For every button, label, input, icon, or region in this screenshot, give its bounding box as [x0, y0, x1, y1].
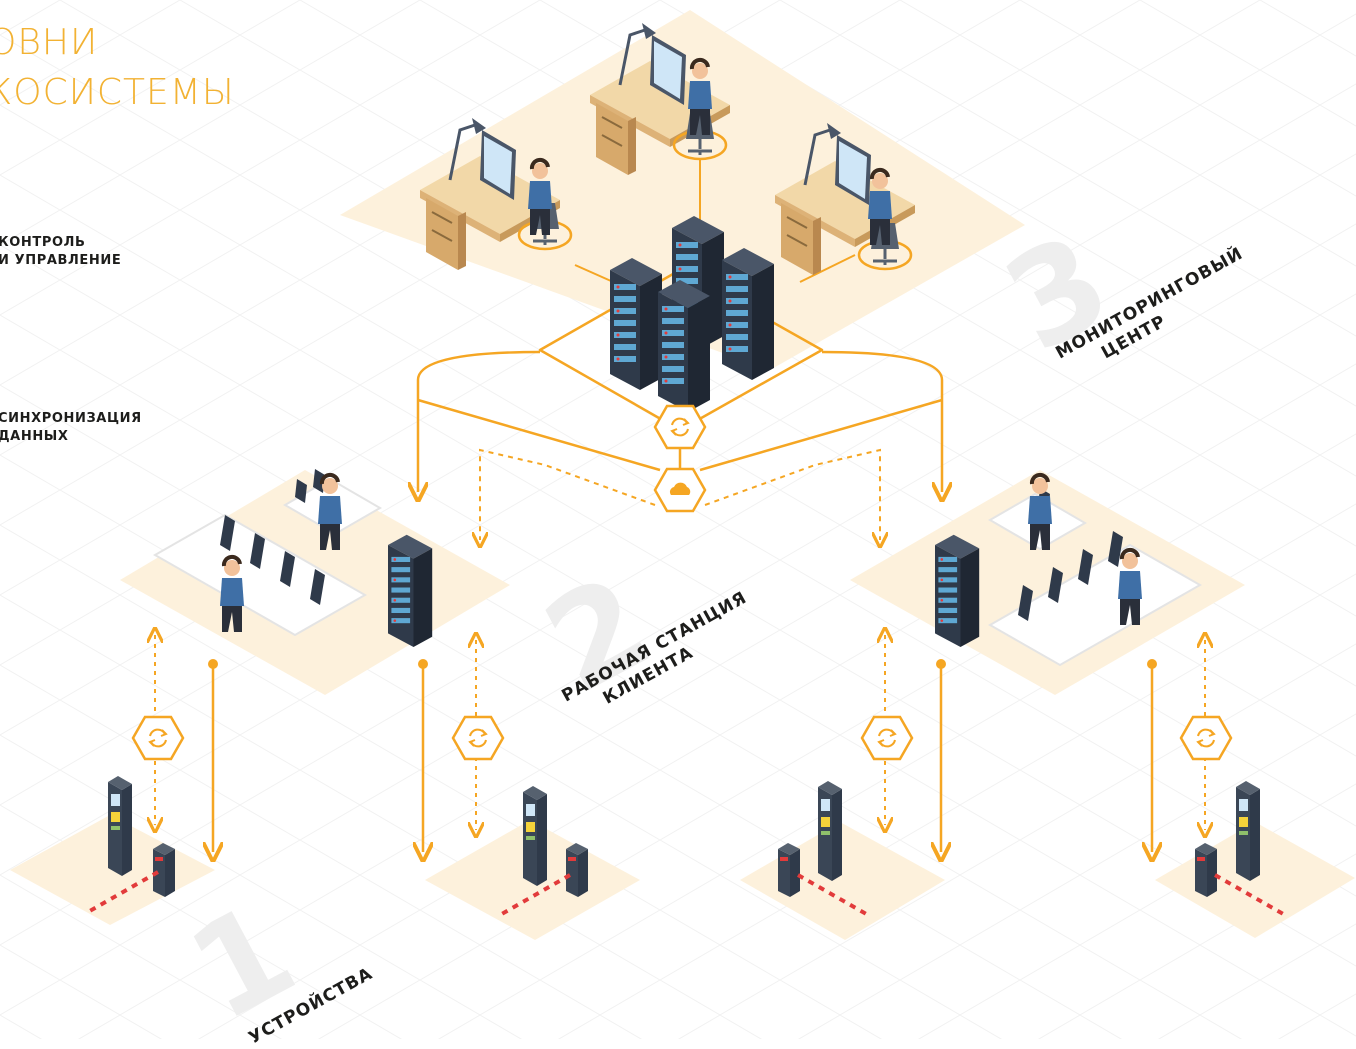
- parking-terminal-icon: [1236, 781, 1260, 881]
- legend-control-line-2: И УПРАВЛЕНИЕ: [0, 253, 122, 268]
- desk-icon: [987, 531, 1203, 667]
- barrier-icon: [778, 843, 800, 897]
- legend-sync-line-1: СИНХРОНИЗАЦИЯ: [0, 411, 142, 426]
- parking-terminal-icon: [523, 786, 547, 886]
- control-arrow-right: [821, 350, 942, 492]
- sync-icon: [451, 715, 505, 761]
- barrier-arm: [499, 873, 571, 917]
- diagram-title-line-1: ОВНИ: [0, 22, 99, 63]
- legend-control: КОНТРОЛЬ И УПРАВЛЕНИЕ: [0, 234, 121, 270]
- sync-arrow-right: [704, 448, 880, 540]
- sync-icon: [653, 404, 707, 450]
- barrier-icon: [566, 843, 588, 897]
- barrier-arm: [87, 870, 159, 914]
- legend-sync: СИНХРОНИЗАЦИЯ ДАННЫХ: [0, 410, 142, 446]
- device-connections: [155, 635, 1205, 852]
- sync-icon: [860, 715, 914, 761]
- workstation-platform-right: [850, 470, 1245, 695]
- control-arrow-left: [418, 350, 541, 492]
- barrier-icon: [153, 843, 175, 897]
- desk-icon: [152, 513, 368, 637]
- connector-line: [799, 254, 856, 283]
- legend-control-line-1: КОНТРОЛЬ: [0, 235, 86, 250]
- parking-terminal-icon: [818, 781, 842, 881]
- server-icon: [610, 258, 662, 390]
- sync-icon: [1179, 715, 1233, 761]
- legend-sync-line-2: ДАННЫХ: [0, 429, 69, 444]
- barrier-arm: [1214, 873, 1286, 917]
- flow-line: [417, 398, 661, 472]
- sync-arrow-left: [480, 448, 656, 540]
- diagram-title-line-2: КОСИСТЕМЫ: [0, 72, 235, 113]
- parking-terminal-icon: [108, 776, 132, 876]
- barrier-icon: [1195, 843, 1217, 897]
- monitoring-platform: [340, 10, 1025, 370]
- cloud-icon: [653, 467, 707, 513]
- flow-line: [699, 398, 943, 472]
- server-icon: [722, 248, 774, 380]
- sync-icon: [131, 715, 185, 761]
- server-icon: [658, 280, 710, 412]
- barrier-arm: [797, 873, 869, 917]
- server-icon: [935, 534, 980, 647]
- server-icon: [388, 534, 433, 647]
